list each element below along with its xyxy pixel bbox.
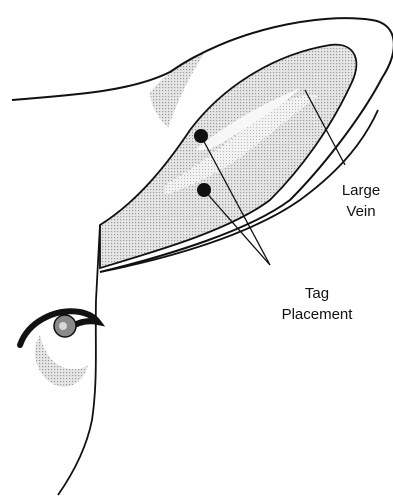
tag-placement-label-line1: Tag bbox=[267, 283, 367, 304]
eye-shading bbox=[35, 335, 88, 387]
back-ear-shading bbox=[150, 52, 205, 128]
tag-placement-label: Tag Placement bbox=[267, 283, 367, 325]
tag-placement-label-line2: Placement bbox=[267, 304, 367, 325]
large-vein-label: Large Vein bbox=[333, 180, 389, 222]
ear-base-outline bbox=[58, 225, 100, 495]
eye-highlight bbox=[59, 322, 67, 330]
large-vein-label-line1: Large bbox=[333, 180, 389, 201]
large-vein-label-line2: Vein bbox=[333, 201, 389, 222]
